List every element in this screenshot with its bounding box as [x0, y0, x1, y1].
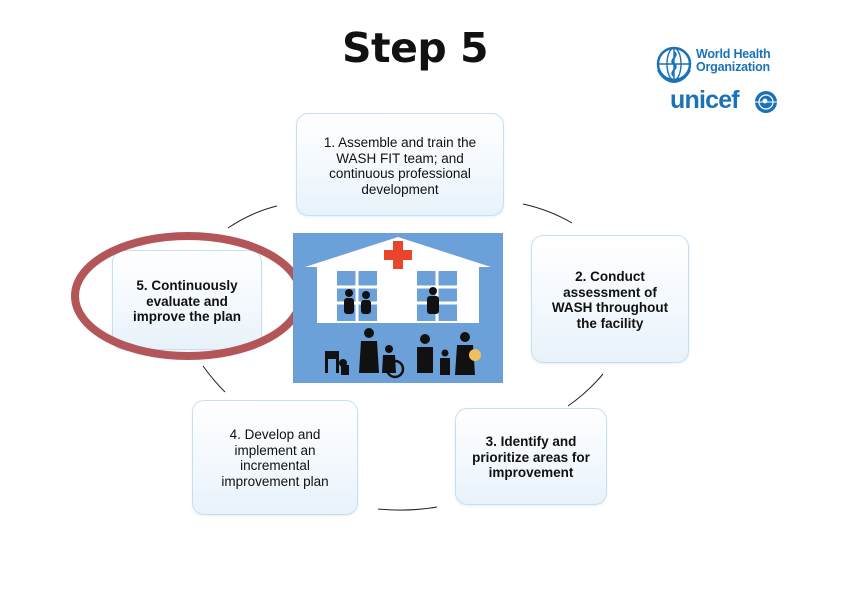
step-3-text: 3. Identify and prioritize areas for imp… [472, 434, 590, 480]
who-logo-text: World Health Organization [696, 47, 771, 74]
step-5-text: 5. Continuously evaluate and improve the… [132, 278, 242, 324]
who-emblem-icon [656, 46, 692, 84]
unicef-logo-text: unicef [670, 86, 740, 114]
connector-1-to-2 [522, 203, 573, 224]
step-5-box: 5. Continuously evaluate and improve the… [112, 250, 262, 350]
step-4-box: 4. Develop and implement an incremental … [192, 400, 358, 515]
connector-2-to-3 [567, 373, 604, 407]
health-facility-illustration [293, 233, 503, 383]
step-3-box: 3. Identify and prioritize areas for imp… [455, 408, 607, 505]
step-1-text: 1. Assemble and train the WASH FIT team;… [323, 135, 477, 197]
step-2-text: 2. Conduct assessment of WASH throughout… [551, 269, 669, 331]
connector-4-to-5 [202, 365, 226, 393]
page-title: Step 5 [341, 24, 489, 72]
step-4-text: 4. Develop and implement an incremental … [221, 427, 329, 489]
connector-3-to-4 [377, 506, 438, 511]
partner-logos: World Health Organization unicef [650, 42, 790, 122]
step-2-box: 2. Conduct assessment of WASH throughout… [531, 235, 689, 363]
unicef-emblem-icon [755, 91, 777, 113]
step-1-box: 1. Assemble and train the WASH FIT team;… [296, 113, 504, 216]
connector-5-to-1 [227, 205, 278, 229]
